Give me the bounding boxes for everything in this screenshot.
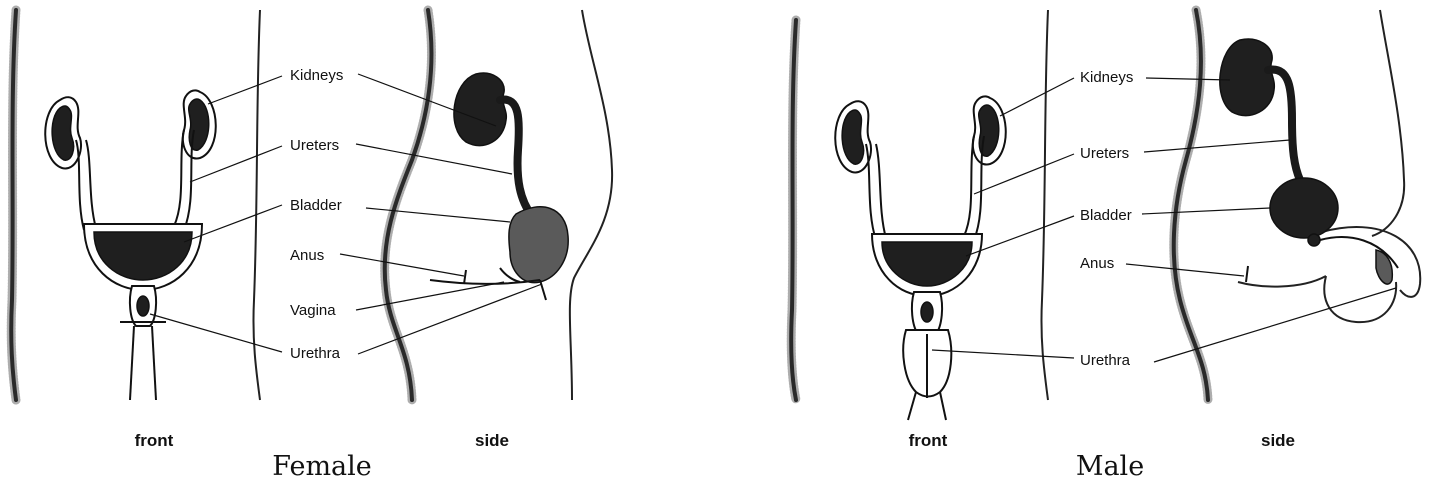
male-panel: Kidneys Ureters Bladder Anus Urethra fro… bbox=[791, 10, 1420, 482]
male-front-ureters bbox=[866, 136, 984, 240]
male-front-bladder bbox=[872, 234, 982, 296]
female-front-body-outline bbox=[11, 10, 260, 400]
female-front-urethra bbox=[120, 286, 166, 400]
label-female-vagina: Vagina bbox=[290, 302, 336, 319]
leader-female-vagina bbox=[356, 282, 504, 310]
leader-male-kidneys-side bbox=[1146, 78, 1230, 80]
leader-male-urethra-front bbox=[932, 350, 1074, 358]
female-front-caption: front bbox=[135, 431, 174, 450]
leader-male-bladder-side bbox=[1142, 208, 1270, 214]
male-side-penis-urethra bbox=[1320, 237, 1398, 284]
male-front-urethra bbox=[903, 292, 951, 420]
label-male-bladder: Bladder bbox=[1080, 207, 1132, 224]
label-male-urethra: Urethra bbox=[1080, 352, 1131, 369]
male-front-left-kidney bbox=[835, 101, 871, 172]
female-title: Female bbox=[272, 451, 372, 482]
female-side-caption: side bbox=[475, 431, 509, 450]
leader-female-anus bbox=[340, 254, 464, 276]
label-male-anus: Anus bbox=[1080, 255, 1114, 272]
leader-male-kidneys-front bbox=[1000, 78, 1074, 116]
male-side-bladder bbox=[1270, 178, 1338, 246]
female-front-right-kidney bbox=[183, 90, 216, 158]
male-front-right-kidney bbox=[973, 96, 1006, 164]
female-side-body-outline bbox=[385, 10, 612, 400]
female-side-kidney bbox=[454, 73, 506, 145]
male-side-kidney bbox=[1220, 39, 1275, 115]
male-side-caption: side bbox=[1261, 431, 1295, 450]
label-female-bladder: Bladder bbox=[290, 197, 342, 214]
label-female-ureters: Ureters bbox=[290, 137, 339, 154]
label-male-kidneys: Kidneys bbox=[1080, 69, 1133, 86]
female-panel: Kidneys Ureters Bladder Anus Vagina Uret… bbox=[11, 10, 612, 482]
female-front-left-kidney bbox=[45, 97, 81, 168]
label-female-urethra: Urethra bbox=[290, 345, 341, 362]
leader-female-ureters-side bbox=[356, 144, 512, 174]
leader-female-kidneys-front bbox=[208, 76, 282, 104]
label-female-anus: Anus bbox=[290, 247, 324, 264]
leader-male-ureters-side bbox=[1144, 140, 1290, 152]
male-side-anus bbox=[1246, 266, 1248, 282]
female-front-ureters bbox=[76, 130, 194, 230]
male-front-caption: front bbox=[909, 431, 948, 450]
leader-female-urethra-front bbox=[150, 314, 282, 352]
female-front-bladder bbox=[84, 224, 202, 290]
label-male-ureters: Ureters bbox=[1080, 145, 1129, 162]
label-female-kidneys: Kidneys bbox=[290, 67, 343, 84]
male-title: Male bbox=[1076, 451, 1144, 482]
leader-male-anus bbox=[1126, 264, 1244, 276]
female-side-bladder bbox=[509, 207, 568, 283]
